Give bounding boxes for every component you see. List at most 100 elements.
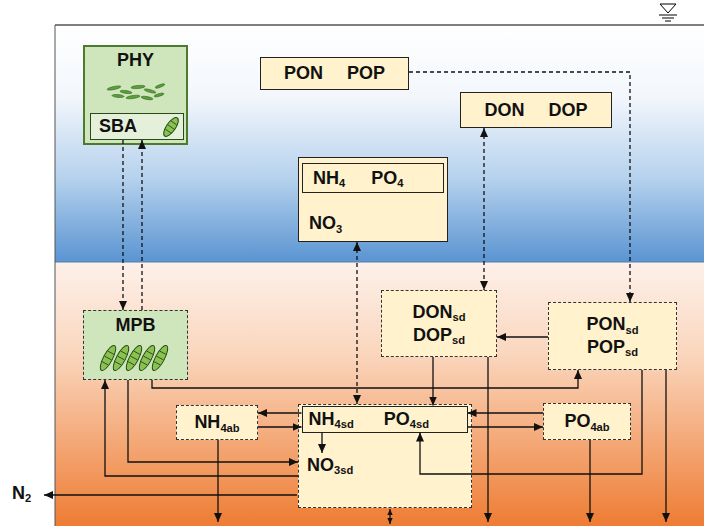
flux-arrow [258,412,302,413]
connector-group [105,72,642,476]
diatom-stripe [102,362,108,365]
algae-cell [155,83,165,89]
frame-left-line [55,25,56,526]
diatom-stripe [104,356,111,360]
node-label: POPsd [587,337,638,358]
nutrient-sub-box: NH4PO4 [302,163,444,193]
diatom-icon [161,115,181,138]
burial-arrow [589,440,590,522]
diatom-icon [136,344,157,373]
particulate-box: PONPOP [260,57,409,90]
sediment-dissolved-box: DONsdDOPsd [381,290,497,357]
text-main: NO [309,213,336,233]
algae-cell [112,94,124,98]
text-subscript: 4sd [410,418,429,430]
diatom-stripe [160,351,166,354]
sediment-particulate-box: PONsdPOPsd [548,302,677,370]
phytoplankton-box: PHY SBA [83,45,188,145]
text-main: PON [586,314,625,334]
flux-arrow [122,140,123,310]
algae-sub-box: SBA [90,113,184,140]
node-label: POP [347,63,385,84]
text-main: NH [194,412,220,432]
node-label: NH4sd [309,409,354,430]
flux-arrow [483,128,484,290]
algae-cell [131,85,145,89]
algae-cell [107,85,121,91]
text-main: NH [309,409,335,429]
text-subscript: 4ab [590,421,609,433]
process-label: N2 [12,483,31,504]
node-label: NO3sd [307,455,353,476]
text-subscript: 4 [397,177,403,189]
surface-triangle [660,4,676,13]
diatom-stripe [141,362,147,365]
text-main: PO [384,409,410,429]
text-subscript: sd [452,334,465,346]
diatom-stripe [171,121,177,125]
sediment-layer [55,262,704,526]
diatom-icon [149,344,170,373]
burial-arrow [487,357,488,522]
text-main: NH [313,168,339,188]
flux-arrow [258,426,302,427]
dissolved-organic-box: DONDOP [460,92,612,128]
text-subscript: 4ab [220,422,239,434]
text-subscript: 3 [336,223,342,235]
diatom-icon [123,344,144,373]
text-main: N [12,483,25,503]
diatom-stripe [128,362,134,365]
text-main: PO [564,411,590,431]
microphytobenthos-box: MPB [83,310,188,380]
algae-cell [120,90,132,94]
surface-tick [665,21,671,22]
flux-arrow [141,140,142,310]
node-label: PHY [117,50,154,71]
algae-cell [141,96,153,101]
flux-arrow [497,336,548,337]
text-subscript: sd [452,311,465,323]
flux-arrow [105,380,298,476]
exchange-arrow [389,509,390,524]
node-label: NH4 [313,168,345,189]
text-main: NO [307,455,334,475]
diatom-stripe [165,129,171,133]
diatom-stripe [115,362,121,365]
label-holder: N2 [12,483,31,504]
denitrification-arrow [44,494,297,495]
nutrient-box: NO3NH4PO4 [298,157,448,242]
diatom-stripe [117,356,124,360]
adsorbed-phosphate-box: PO4ab [543,403,631,440]
text-subscript: 3sd [334,464,353,476]
porewater-sub-box: NH4sdPO4sd [302,406,468,433]
flux-arrow [152,370,578,388]
algae-cell [144,88,156,94]
water-surface-line [55,24,704,25]
node-label: MPB [116,315,156,336]
diatom-stripe [108,351,114,354]
text-subscript: 4sd [335,418,354,430]
text-subscript: 4 [339,177,345,189]
text-subscript: 2 [25,492,31,504]
node-label: NH4ab [194,412,239,433]
node-label: DON [484,100,524,121]
text-main: DOP [413,325,452,345]
diatom-cell [123,344,144,373]
diatom-cell [136,344,157,373]
adsorbed-ammonium-box: NH4ab [176,405,258,440]
diatom-icon [97,344,118,373]
text-main: PO [371,168,397,188]
flux-arrow [420,370,642,474]
diatom-stripe [154,362,160,365]
algae-cell [126,95,140,100]
burial-arrow [217,440,218,522]
water-column [55,25,704,262]
algae-cell [154,92,164,97]
flux-arrow [468,412,544,413]
diatom-cell [110,344,131,373]
diatom-stripe [143,356,150,360]
node-label: PO4sd [384,409,429,430]
diatom-stripe [134,351,140,354]
phytoplankton-icon [107,83,165,100]
